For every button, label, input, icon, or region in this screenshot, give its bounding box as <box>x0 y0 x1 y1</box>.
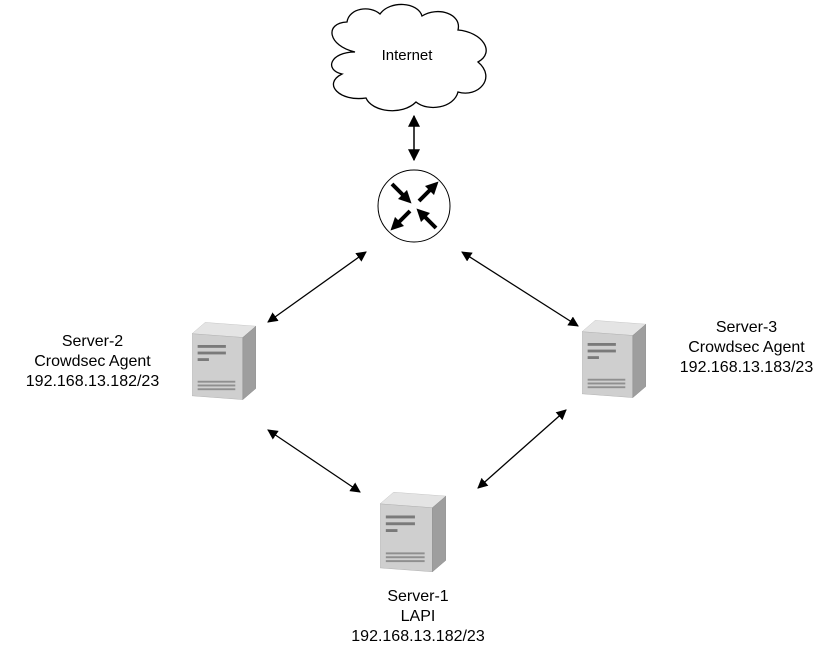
server-icon <box>582 320 646 398</box>
server3-role: Crowdsec Agent <box>688 339 805 356</box>
link-router-server2 <box>267 251 367 323</box>
server1-role: LAPI <box>400 608 436 625</box>
server2-role: Crowdsec Agent <box>34 353 151 370</box>
link-server3-server1 <box>477 409 567 489</box>
internet-label: Internet <box>381 47 433 64</box>
cloud-icon <box>330 3 487 112</box>
server2-ip: 192.168.13.182/23 <box>25 373 160 390</box>
server2-name: Server-2 <box>61 333 124 350</box>
link-router-server3 <box>461 251 579 327</box>
server1-label: Server-1 LAPI 192.168.13.182/23 <box>343 587 493 647</box>
server1-ip: 192.168.13.182/23 <box>351 628 485 645</box>
router-icon <box>377 169 451 243</box>
server-icon <box>192 322 256 400</box>
server3-name: Server-3 <box>715 319 778 336</box>
server3-label: Server-3 Crowdsec Agent 192.168.13.183/2… <box>664 318 829 378</box>
server1-name: Server-1 <box>387 588 449 605</box>
server3-ip: 192.168.13.183/23 <box>679 359 814 376</box>
server2-label: Server-2 Crowdsec Agent 192.168.13.182/2… <box>20 332 165 392</box>
link-server2-server1 <box>267 429 361 493</box>
server-icon <box>380 492 446 572</box>
